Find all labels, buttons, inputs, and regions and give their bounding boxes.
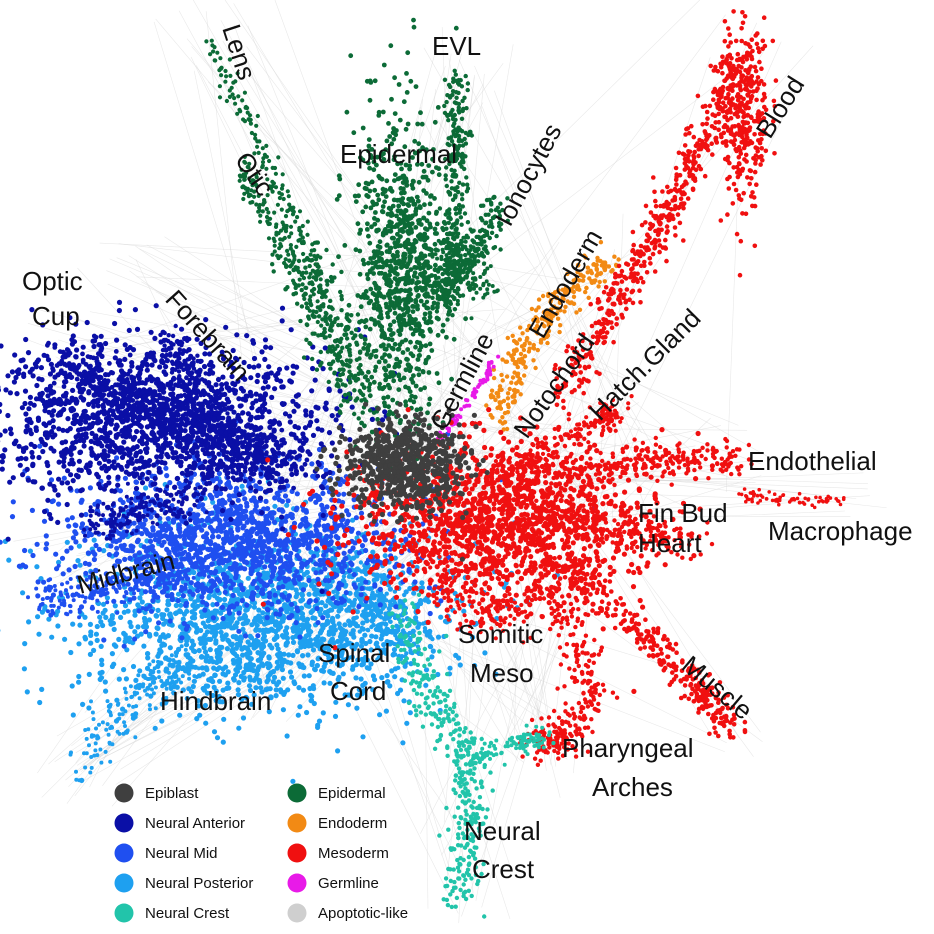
- legend-swatch-endoderm: [287, 813, 307, 833]
- legend-label-epidermal: Epidermal: [318, 785, 386, 802]
- legend-label-endoderm: Endoderm: [318, 815, 387, 832]
- label-hindbrain: Hindbrain: [160, 686, 271, 716]
- anterior-tail: [82, 481, 209, 541]
- legend-swatch-neural_posterior: [114, 873, 134, 893]
- neural-crest-arm: [452, 723, 556, 770]
- label-macrophage: Macrophage: [768, 516, 913, 546]
- label-somitic-meso-line1: Somitic: [458, 619, 543, 649]
- neural-crest-strand: [387, 592, 495, 919]
- legend-swatch-neural_mid: [114, 843, 134, 863]
- legend-label-germline: Germline: [318, 875, 379, 892]
- label-evl: EVL: [432, 31, 481, 61]
- label-spinal-cord-line2: Cord: [330, 676, 386, 706]
- label-somitic-meso-line2: Meso: [470, 658, 534, 688]
- legend-item-epiblast: Epiblast: [114, 783, 199, 803]
- label-endothelial: Endothelial: [748, 446, 877, 476]
- label-spinal-cord-line1: Spinal: [318, 638, 390, 668]
- legend-item-endoderm: Endoderm: [287, 813, 387, 833]
- label-neural-crest-line1: Neural: [464, 816, 541, 846]
- legend-label-neural_mid: Neural Mid: [145, 845, 218, 862]
- cell-clusters: [0, 9, 846, 919]
- epiblast-cluster: [314, 401, 490, 562]
- heart-strand: [523, 492, 715, 562]
- legend-item-apoptotic: Apoptotic-like: [287, 903, 408, 923]
- legend-item-epidermal: Epidermal: [287, 783, 386, 803]
- pharyngeal-strand: [496, 548, 620, 767]
- muscle-strand: [541, 556, 748, 740]
- macrophage-strand: [737, 487, 846, 510]
- label-pharyngeal-arches-line1: Pharyngeal: [562, 733, 694, 763]
- endoderm-strand: [484, 240, 621, 432]
- legend-label-neural_posterior: Neural Posterior: [145, 875, 253, 892]
- legend-label-epiblast: Epiblast: [145, 785, 199, 802]
- label-optic-cup-line1: Optic: [22, 266, 83, 296]
- forebrain-strand: [158, 323, 269, 484]
- epidermal-fan: [270, 235, 387, 421]
- legend-swatch-epidermal: [287, 783, 307, 803]
- label-hatch-gland: Hatch.Gland: [583, 303, 706, 426]
- legend-item-neural_crest: Neural Crest: [114, 903, 230, 923]
- legend-item-germline: Germline: [287, 873, 379, 893]
- hatch-gland-strand: [489, 394, 634, 484]
- neural-posterior-tail: [68, 644, 203, 783]
- neural-mid-cluster: [0, 419, 597, 649]
- label-heart: Heart: [638, 528, 702, 558]
- endothelial-strand: [505, 435, 754, 494]
- epidermal-cluster: [332, 17, 497, 537]
- midbrain-strand: [26, 543, 224, 620]
- legend-item-neural_anterior: Neural Anterior: [114, 813, 245, 833]
- legend-swatch-epiblast: [114, 783, 134, 803]
- legend-label-neural_anterior: Neural Anterior: [145, 815, 245, 832]
- blood-cluster: [708, 9, 779, 278]
- legend-swatch-neural_anterior: [114, 813, 134, 833]
- otic-strand: [237, 154, 335, 333]
- label-fin-bud: Fin Bud: [638, 498, 728, 528]
- lens-strand: [204, 38, 335, 300]
- somitic-strand: [402, 523, 544, 645]
- label-ionocytes: Ionocytes: [489, 118, 568, 230]
- legend-swatch-neural_crest: [114, 903, 134, 923]
- label-pharyngeal-arches-line2: Arches: [592, 772, 673, 802]
- legend-item-mesoderm: Mesoderm: [287, 843, 389, 863]
- label-epidermal: Epidermal: [340, 139, 457, 169]
- legend-swatch-apoptotic: [287, 903, 307, 923]
- legend-label-mesoderm: Mesoderm: [318, 845, 389, 862]
- legend-label-apoptotic: Apoptotic-like: [318, 905, 408, 922]
- epidermal-right: [413, 227, 500, 321]
- label-neural-crest-line2: Crest: [472, 854, 535, 884]
- legend-swatch-mesoderm: [287, 843, 307, 863]
- legend-label-neural_crest: Neural Crest: [145, 905, 230, 922]
- label-optic-cup-line2: Cup: [32, 301, 80, 331]
- legend-item-neural_posterior: Neural Posterior: [114, 873, 253, 893]
- legend-item-neural_mid: Neural Mid: [114, 843, 218, 863]
- legend-swatch-germline: [287, 873, 307, 893]
